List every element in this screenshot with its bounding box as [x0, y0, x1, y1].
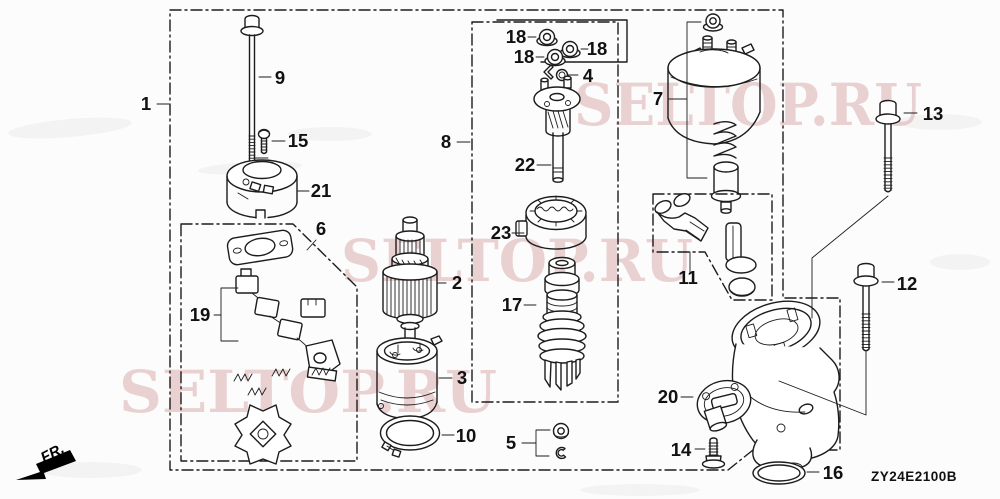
washer-clip-5: [521, 422, 570, 460]
bolt-13: [811, 99, 918, 319]
callout-5: 5: [506, 432, 516, 453]
callout-15: 15: [288, 130, 309, 151]
bolt-9: [240, 14, 272, 164]
callout-18: 18: [506, 26, 527, 47]
brush-holder-set-19: [213, 268, 341, 465]
callout-14: 14: [671, 439, 692, 460]
armature-2: [382, 216, 447, 344]
front-arrow-icon: [16, 450, 76, 480]
callout-18: 18: [587, 38, 608, 59]
bolt-14: [694, 437, 726, 469]
o-ring-4: [543, 64, 579, 82]
callout-23: 23: [491, 222, 512, 243]
clutch-assembly-17: [523, 256, 587, 391]
o-ring-16: [752, 461, 820, 485]
group-box-8: [456, 21, 619, 403]
callout-21: 21: [311, 180, 332, 201]
group-box-6: [180, 223, 358, 462]
end-plate: [226, 229, 294, 266]
callout-2: 2: [452, 272, 462, 293]
callout-18: 18: [514, 46, 535, 67]
nuts-sub-box: [496, 19, 628, 63]
callout-10: 10: [456, 425, 477, 446]
gear-case-20: [680, 300, 840, 472]
callout-22: 22: [515, 154, 536, 175]
cover-cap-21: [226, 157, 310, 219]
callout-7: 7: [653, 88, 663, 109]
shift-fork-11: [652, 193, 773, 301]
yoke-housing-3: [376, 335, 453, 420]
screw-15: [257, 128, 286, 155]
callout-9: 9: [275, 67, 285, 88]
diagram-code: ZY24E2100B: [871, 469, 957, 484]
callout-8: 8: [441, 131, 451, 152]
pinion-shaft-22: [533, 75, 581, 183]
callout-4: 4: [583, 65, 594, 86]
nut-18-b: [559, 40, 589, 59]
solenoid-7: [667, 13, 761, 214]
nut-18-a: [527, 28, 558, 47]
callout-11: 11: [678, 267, 698, 288]
callout-6: 6: [316, 218, 326, 239]
bolt-12: [778, 262, 895, 416]
callout-20: 20: [658, 386, 679, 407]
callout-12: 12: [897, 273, 918, 294]
retainer-ring-10: [379, 415, 455, 458]
callout-1: 1: [141, 93, 151, 114]
nut-18-c: [535, 48, 566, 67]
scan-noise: [7, 114, 990, 496]
callout-labels: 1 9 15 21 6 19 2 3 10 8 18 18 18 4 22 23…: [141, 26, 943, 483]
callout-13: 13: [923, 103, 944, 124]
main-assembly-box: [156, 9, 841, 471]
callout-3: 3: [457, 367, 467, 388]
callout-19: 19: [190, 304, 211, 325]
callout-16: 16: [823, 462, 844, 483]
clutch-outer-23: [511, 195, 587, 250]
callout-17: 17: [502, 294, 523, 315]
